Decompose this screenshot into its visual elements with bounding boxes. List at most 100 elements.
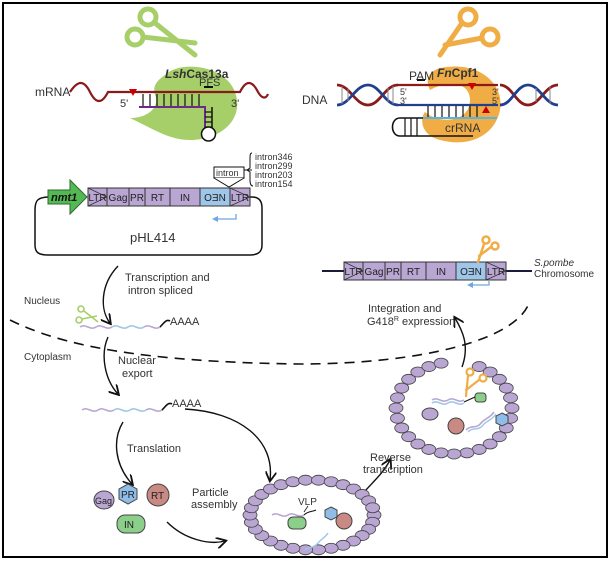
capsid-bead — [401, 373, 417, 385]
capsid-bead — [323, 542, 339, 554]
intron-variant: intron299 — [255, 161, 293, 171]
capsid-bead — [311, 474, 326, 486]
dna-helix-left — [336, 83, 399, 107]
cytoplasm-label: Cytoplasm — [24, 352, 71, 363]
pfs-label: PFS — [199, 77, 220, 89]
enzyme-label-cas13a: LshCas13a — [165, 67, 229, 81]
in-label: IN — [124, 520, 134, 531]
step-transcription: Transcription and — [125, 272, 210, 284]
transcription-arrow — [103, 265, 119, 323]
integration-arrow — [455, 318, 466, 368]
figure-frame — [2, 2, 608, 558]
reverse-transcription-arrow — [364, 460, 390, 492]
end-label: 3' — [400, 96, 407, 106]
capsid-bead — [433, 357, 449, 369]
step-assembly: assembly — [191, 499, 238, 511]
end-label: 3' — [492, 87, 499, 97]
five-prime-label: 5' — [120, 98, 128, 110]
vlp-reverse-transcription — [388, 357, 520, 460]
scissors-icon — [476, 235, 500, 264]
step-translation: Translation — [127, 443, 181, 455]
segment-label: LTR — [231, 193, 249, 204]
step-reverse-transcription: transcription — [363, 464, 423, 476]
gag-protein — [93, 490, 115, 510]
step-export: Nuclear — [118, 355, 156, 367]
stem-loop — [200, 126, 217, 142]
capsid-bead — [471, 361, 487, 372]
step-integration: Integration and — [368, 303, 441, 315]
translation-arrow — [115, 421, 132, 484]
vlp-label: VLP — [298, 497, 317, 508]
cut-site-marker — [482, 106, 490, 113]
neo-orientation-arrow — [473, 280, 490, 286]
intron-label: intron — [216, 168, 239, 178]
pam-label: PAM — [409, 69, 434, 83]
polya-tail: AAAA — [172, 398, 202, 410]
exported-transcript — [81, 402, 173, 412]
capsid-bead — [394, 422, 410, 434]
capsid-bead — [504, 402, 520, 414]
capsid-bead — [394, 382, 410, 394]
capsid-bead — [446, 448, 462, 460]
cut-site-marker — [129, 89, 137, 96]
capsid-bead — [410, 438, 426, 450]
capsid-bead — [491, 431, 507, 443]
ltr-triangle — [485, 261, 507, 281]
cut-site-marker — [468, 83, 476, 90]
export-arrow — [103, 336, 118, 394]
step-assembly: Particle — [192, 487, 229, 499]
dna-helix-right — [499, 83, 559, 107]
scissors-icon — [124, 6, 198, 58]
capsid-bead — [421, 444, 437, 455]
segment-label: PR — [386, 267, 400, 278]
capsid-bead — [410, 366, 426, 378]
in-protein — [116, 514, 146, 534]
step-transcription: intron spliced — [128, 285, 193, 297]
intron-brace — [244, 152, 254, 187]
capsid-bead — [390, 412, 405, 424]
segment-label: IN — [180, 193, 190, 204]
intron-variant: intron154 — [255, 179, 293, 189]
intron-variant: intron346 — [255, 152, 293, 162]
mrna-strand — [69, 81, 270, 103]
capsid-bead — [491, 373, 507, 385]
scissors-icon — [437, 6, 501, 58]
pr-label: PR — [121, 490, 135, 501]
rt-protein — [146, 483, 170, 507]
plasmid-name: pHL414 — [130, 230, 176, 245]
end-label: 5' — [492, 96, 499, 106]
segment-label: IN — [436, 267, 446, 278]
segment-label: OƎN — [460, 267, 482, 278]
segment-label: RT — [151, 193, 164, 204]
species-label: S.pombe — [534, 258, 574, 269]
vlp-assembly — [242, 474, 382, 556]
segment-label: RT — [407, 267, 420, 278]
assembly-arrow — [166, 521, 225, 542]
cas13a-panel: mRNA 5' 3' LshCas13a PFS — [35, 6, 270, 142]
segment-label: LTR — [344, 267, 362, 278]
capsid-bead — [365, 502, 381, 514]
step-export: export — [122, 368, 153, 380]
vlp-contents: VLP — [271, 497, 353, 551]
step-integration: G418R expression — [367, 316, 455, 328]
step-reverse-transcription: Reverse — [370, 452, 411, 464]
vlp2-contents — [421, 367, 509, 435]
nuclear-membrane — [9, 299, 531, 365]
capsid-bead — [503, 392, 518, 404]
intron-variant: intron203 — [255, 170, 293, 180]
nmt1-label: nmt1 — [51, 192, 77, 204]
enzyme-label-cpf1: FnCpf1 — [437, 66, 479, 80]
dna-label: DNA — [302, 93, 327, 107]
mrna-label: mRNA — [35, 85, 70, 99]
capsid-bead — [390, 392, 405, 404]
segment-label: Gag — [109, 193, 128, 204]
translated-proteins: Gag PR RT IN — [93, 483, 170, 534]
segment-label: Gag — [365, 267, 384, 278]
capsid-bead — [285, 476, 301, 488]
segment-label: OƎN — [204, 193, 226, 204]
